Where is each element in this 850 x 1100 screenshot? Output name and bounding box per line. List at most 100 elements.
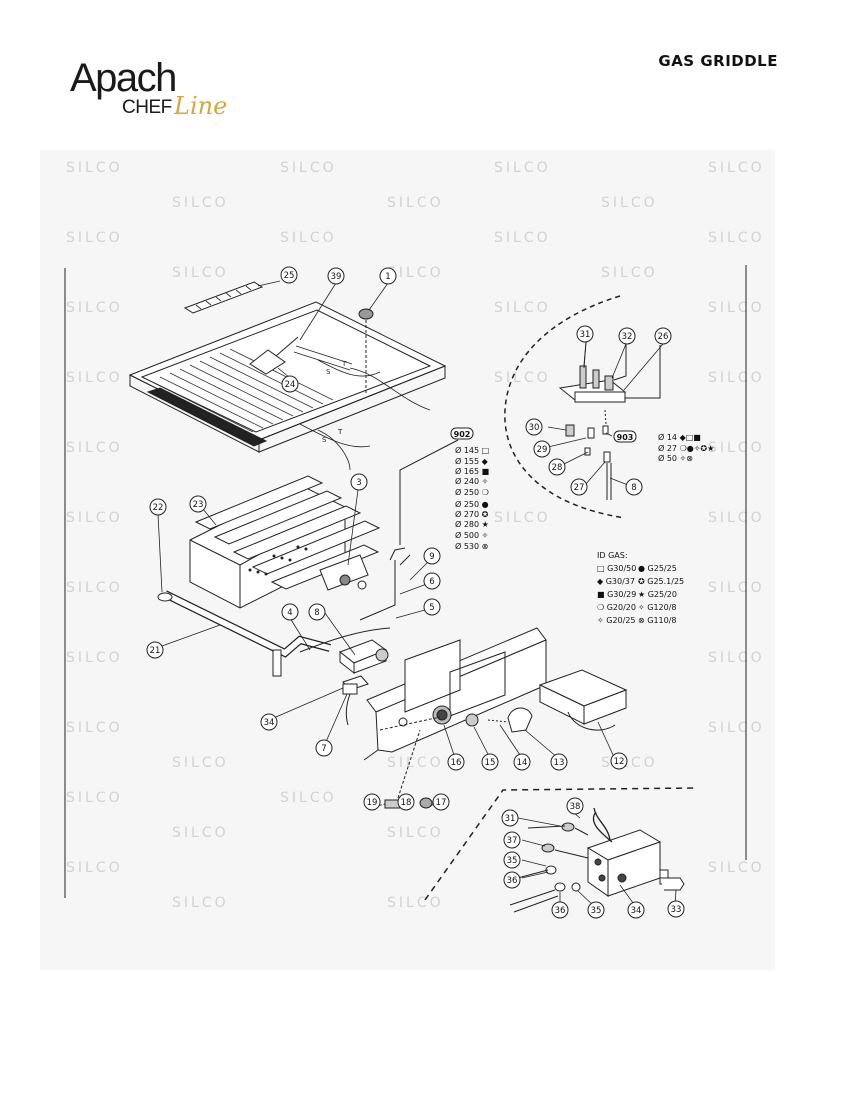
watermark-text: SILCO <box>708 370 765 386</box>
callout-34 <box>260 713 278 731</box>
callout-label: 38 <box>570 802 581 812</box>
watermark-layer: SILCO SILCO SILCO SILCO SILCO SILCO SILC… <box>66 160 765 911</box>
callout-38 <box>566 797 584 815</box>
callout-17 <box>432 793 450 811</box>
table-902-row: Ø 280 ★ <box>455 519 489 529</box>
watermark-text: SILCO <box>708 580 765 596</box>
callout-label: 35 <box>591 906 602 916</box>
part-13-knob <box>487 707 533 733</box>
callout-label: 8 <box>631 483 636 493</box>
callout-9 <box>423 547 441 565</box>
part-1-cap <box>358 308 374 395</box>
callout-30 <box>525 418 543 436</box>
callout-label: 16 <box>451 758 462 768</box>
watermark-text: SILCO <box>172 265 229 281</box>
document-title: GAS GRIDDLE <box>658 52 778 70</box>
watermark-text: SILCO <box>494 230 551 246</box>
callout-26 <box>654 327 672 345</box>
table-902-row: Ø 270 ✪ <box>455 509 489 519</box>
gas-id-cell: □ G30/50 <box>597 564 636 573</box>
watermark-text: SILCO <box>172 755 229 771</box>
watermark-text: SILCO <box>387 895 444 911</box>
callout-6 <box>423 572 441 590</box>
gas-id-cell: ✧ G120/8 <box>638 603 677 612</box>
callout-label: 9 <box>429 552 434 562</box>
callout-37 <box>503 831 521 849</box>
watermark-text: SILCO <box>66 160 123 176</box>
exploded-diagram-svg: SILCO SILCO SILCO SILCO SILCO SILCO SILC… <box>64 160 765 919</box>
callout-31 <box>576 325 594 343</box>
watermark-text: SILCO <box>66 720 123 736</box>
callouts <box>146 266 685 919</box>
watermark-text: SILCO <box>172 825 229 841</box>
watermark-text: SILCO <box>280 160 337 176</box>
label-t: T <box>337 428 343 436</box>
table-902-row: Ø 530 ⊗ <box>455 541 488 551</box>
callout-36 <box>551 901 569 919</box>
callout-label: 21 <box>150 646 161 656</box>
table-903-row: Ø 27 ❍●✧✪★ <box>658 443 714 453</box>
burner-assembly <box>189 475 381 609</box>
watermark-text: SILCO <box>601 265 658 281</box>
part-25-grease-strip <box>183 281 264 314</box>
exploded-diagram: SILCO SILCO SILCO SILCO SILCO SILCO SILC… <box>40 150 775 970</box>
callout-label: 5 <box>429 603 434 613</box>
callout-label: 32 <box>622 332 633 342</box>
gas-id-cell: ● G25/25 <box>638 564 677 573</box>
callout-label: 13 <box>554 758 565 768</box>
callout-35 <box>587 901 605 919</box>
callout-label: 28 <box>552 463 563 473</box>
logo-chef-text: CHEF <box>122 97 172 118</box>
gas-valve <box>299 554 411 675</box>
callout-1 <box>379 267 397 285</box>
callout-label: 27 <box>574 483 585 493</box>
injector-table-902: 902 Ø 145 □ Ø 155 ◆ Ø 165 ■ Ø 240 ✧ Ø 25… <box>450 427 489 551</box>
callout-label: 15 <box>485 758 496 768</box>
callout-label: 23 <box>193 500 204 510</box>
callout-29 <box>533 440 551 458</box>
callout-label: 14 <box>517 758 528 768</box>
callout-31 <box>501 809 519 827</box>
watermark-text: SILCO <box>708 720 765 736</box>
callout-22 <box>149 498 167 516</box>
table-902-row: Ø 155 ◆ <box>455 456 489 466</box>
part-12-drip-tray <box>538 669 628 731</box>
gas-id-cell: ■ G30/29 <box>597 590 636 599</box>
watermark-text: SILCO <box>494 300 551 316</box>
callout-24 <box>281 375 299 393</box>
watermark-text: SILCO <box>708 860 765 876</box>
watermark-text: SILCO <box>387 265 444 281</box>
callout-label: 26 <box>658 332 669 342</box>
watermark-text: SILCO <box>708 230 765 246</box>
watermark-text: SILCO <box>280 230 337 246</box>
gas-id-cell: ◆ G30/37 <box>597 577 635 586</box>
callout-label: 34 <box>631 906 642 916</box>
callout-label: 24 <box>285 380 296 390</box>
part-39-thermocouple <box>293 345 431 471</box>
watermark-text: SILCO <box>66 580 123 596</box>
callout-35 <box>503 851 521 869</box>
callout-21 <box>146 641 164 659</box>
watermark-text: SILCO <box>494 510 551 526</box>
watermark-text: SILCO <box>66 860 123 876</box>
callout-label: 31 <box>580 330 591 340</box>
gas-id-cell: ⊗ G110/8 <box>638 616 677 625</box>
gas-id-cell: ❍ G20/20 <box>597 603 636 612</box>
gas-id-title: ID GAS: <box>597 551 628 560</box>
gas-id-cell: ✪ G25.1/25 <box>638 577 684 586</box>
label-s: S <box>322 436 327 444</box>
callout-label: 8 <box>314 608 319 618</box>
table-902-row: Ø 250 ❍ <box>455 487 489 497</box>
watermark-text: SILCO <box>387 195 444 211</box>
part-34-piezo <box>342 675 369 726</box>
valve-inset-boundary <box>424 787 696 901</box>
watermark-text: SILCO <box>387 825 444 841</box>
watermark-text: SILCO <box>280 790 337 806</box>
callout-3 <box>350 473 368 491</box>
watermark-text: SILCO <box>172 895 229 911</box>
label-s: S <box>326 368 331 376</box>
valve-inset <box>509 807 685 913</box>
watermark-text: SILCO <box>708 300 765 316</box>
callout-label: 17 <box>436 798 447 808</box>
callout-label: 36 <box>555 906 566 916</box>
